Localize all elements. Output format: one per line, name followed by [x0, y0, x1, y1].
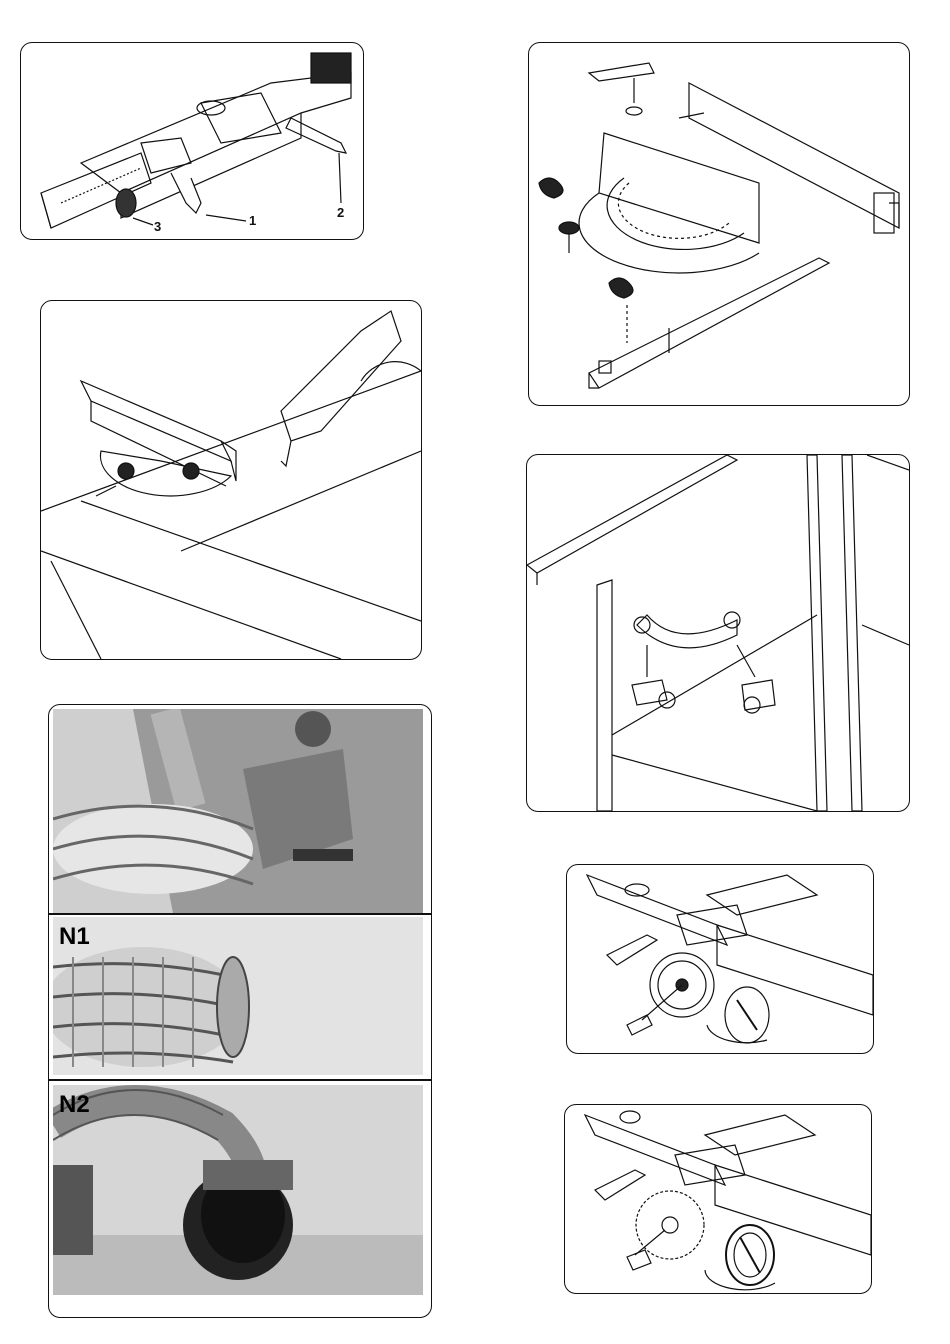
photo-dust-hood	[53, 709, 423, 913]
dust-hood-image	[53, 709, 423, 913]
figure-handwheel-lower	[564, 1104, 872, 1294]
figure-handwheel-upper	[566, 864, 874, 1054]
callout-1: 1	[249, 213, 256, 228]
table-drawing	[41, 301, 421, 659]
figure-mitre-gauge-exploded	[528, 42, 910, 406]
photo-n1: N1	[53, 917, 423, 1075]
cabinet-drawing	[527, 455, 909, 811]
carriage-drawing	[21, 43, 363, 239]
callout-2: 2	[337, 205, 344, 220]
photo-separator-1	[49, 913, 431, 915]
figure-mitre-gauge-on-table	[40, 300, 422, 660]
figure-carriage-lock: 1 2 3	[20, 42, 364, 240]
figure-cabinet-bracket	[526, 454, 910, 812]
handwheel-lower-drawing	[565, 1105, 871, 1293]
handwheel-upper-drawing	[567, 865, 873, 1053]
photo-panel: N1 N2	[48, 704, 432, 1318]
exploded-drawing	[529, 43, 909, 405]
photo-label-n2: N2	[59, 1091, 90, 1119]
callout-3: 3	[154, 219, 161, 234]
photo-n2: N2	[53, 1085, 423, 1295]
n1-image	[53, 917, 423, 1075]
n2-image	[53, 1085, 423, 1295]
photo-label-n1: N1	[59, 923, 90, 951]
photo-separator-2	[49, 1079, 431, 1081]
